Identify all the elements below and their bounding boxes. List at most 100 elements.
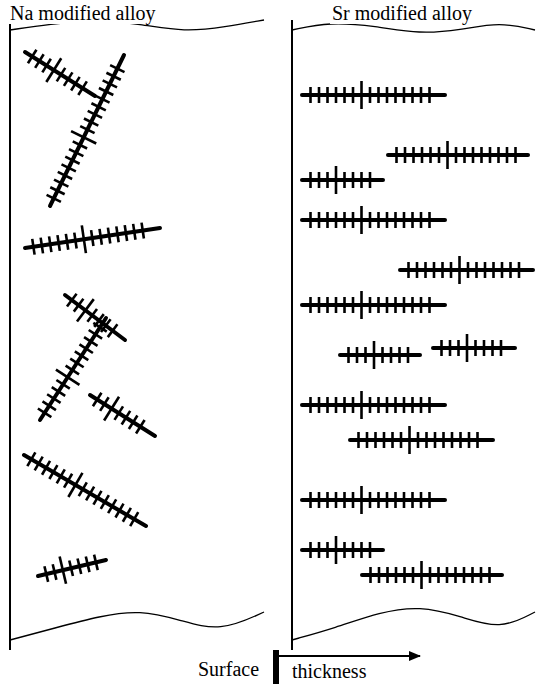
dendrite-arm <box>326 212 329 228</box>
break-line <box>292 609 535 640</box>
dendrite-arm <box>343 492 346 508</box>
dendrite-arm <box>377 397 380 413</box>
dendrite-arm <box>428 492 431 508</box>
dendrite-arm <box>129 415 138 429</box>
dendrite-stem <box>302 498 445 502</box>
dendrite-arm <box>309 492 312 508</box>
dendrite-arm <box>411 492 414 508</box>
dendrite-arm <box>335 397 338 413</box>
dendrite-arm <box>38 409 51 418</box>
dendrite-arm <box>483 340 486 356</box>
dendrite-arm <box>394 212 397 228</box>
dendrite-arm <box>56 380 69 389</box>
dendrite-arm <box>421 147 424 163</box>
dendrite-arm <box>434 432 437 448</box>
dendrite-arm <box>403 87 406 103</box>
dendrite-arm <box>65 157 79 164</box>
dendrite-arm <box>357 432 360 448</box>
dendrite-arm <box>44 566 48 582</box>
dendrite-arm <box>133 224 135 240</box>
surface-bar <box>273 650 279 684</box>
dendrite-arm <box>369 87 372 103</box>
dendrite-arm <box>130 512 138 526</box>
sample-panels <box>10 20 535 650</box>
dendrite-arm <box>360 291 363 319</box>
dendrite-arm <box>343 297 346 313</box>
dendrite-stem <box>50 55 124 206</box>
dendrite-stem <box>433 346 515 350</box>
dendrite-arm <box>123 508 131 522</box>
dendrite-arm <box>377 212 380 228</box>
dendrite-arm <box>514 147 517 163</box>
dendrite-arm <box>67 294 77 307</box>
dendrite-arm <box>446 141 449 169</box>
dendrite-arm <box>93 491 101 505</box>
dendrite-arm <box>318 492 321 508</box>
dendrite-arm <box>433 262 436 278</box>
dendrite-arm <box>395 147 398 163</box>
dendrite-arm <box>497 147 500 163</box>
dendrite-arm <box>32 239 34 255</box>
thickness-axis <box>273 650 420 684</box>
dendrite-arm <box>377 297 380 313</box>
dendrite-arm <box>49 465 57 479</box>
dendrite-stem <box>25 52 95 96</box>
dendrite-arm <box>403 492 406 508</box>
dendrite <box>340 341 420 369</box>
dendrite-arm <box>352 212 355 228</box>
dendrite-arm <box>142 223 144 239</box>
dendrite-arm <box>66 234 68 250</box>
dendrite-arm <box>450 262 453 278</box>
dendrite-arm <box>428 297 431 313</box>
dendrite-arm <box>374 432 377 448</box>
dendrite-arm <box>122 411 131 425</box>
dendrite-arm <box>474 340 477 356</box>
dendrite-arm <box>386 567 389 583</box>
dendrite-arm <box>383 432 386 448</box>
dendrite-arm <box>309 87 312 103</box>
dendrite-arm <box>116 226 118 242</box>
dendrite-arm <box>69 149 83 156</box>
dendrite-arm <box>394 297 397 313</box>
dendrite-arm <box>403 297 406 313</box>
dendrite-arm <box>87 309 97 322</box>
dendrite-arm <box>386 492 389 508</box>
dendrite-arm <box>335 166 338 194</box>
dendrite-arm <box>91 230 93 246</box>
dendrite-arm <box>491 340 494 356</box>
dendrite-stem <box>24 455 146 526</box>
dendrite-arm <box>352 397 355 413</box>
dendrite-arm <box>475 262 478 278</box>
dendrite-arm <box>403 212 406 228</box>
dendrite <box>38 318 107 420</box>
dendrite-arm <box>64 72 73 86</box>
dendrite-arm <box>58 172 72 179</box>
break-line <box>10 612 264 640</box>
dendrite-arm <box>440 340 443 356</box>
dendrite-arm <box>335 212 338 228</box>
dendrite-arm <box>454 567 457 583</box>
dendrite <box>302 486 445 514</box>
dendrite-arm <box>114 406 123 420</box>
dendrite-arm <box>458 256 461 284</box>
dendrite-arm <box>352 492 355 508</box>
dendrite-arm <box>467 262 470 278</box>
dendrite-arm <box>451 432 454 448</box>
dendrite-arm <box>93 393 102 407</box>
dendrite-arm <box>377 87 380 103</box>
dendrite-arm <box>71 77 80 91</box>
dendrite-arm <box>326 492 329 508</box>
dendrite-arm <box>441 262 444 278</box>
dendrite-arm <box>400 432 403 448</box>
dendrite <box>47 55 125 206</box>
dendrite-arm <box>386 397 389 413</box>
dendrite-arm <box>47 195 61 202</box>
dendrite-arm <box>108 324 118 337</box>
dendrite-arm <box>480 567 483 583</box>
dendrite-arm <box>35 54 44 68</box>
dendrite-arm <box>500 340 503 356</box>
dendrite-arm <box>78 558 82 574</box>
dendrite-arm <box>404 147 407 163</box>
dendrite-arm <box>429 147 432 163</box>
